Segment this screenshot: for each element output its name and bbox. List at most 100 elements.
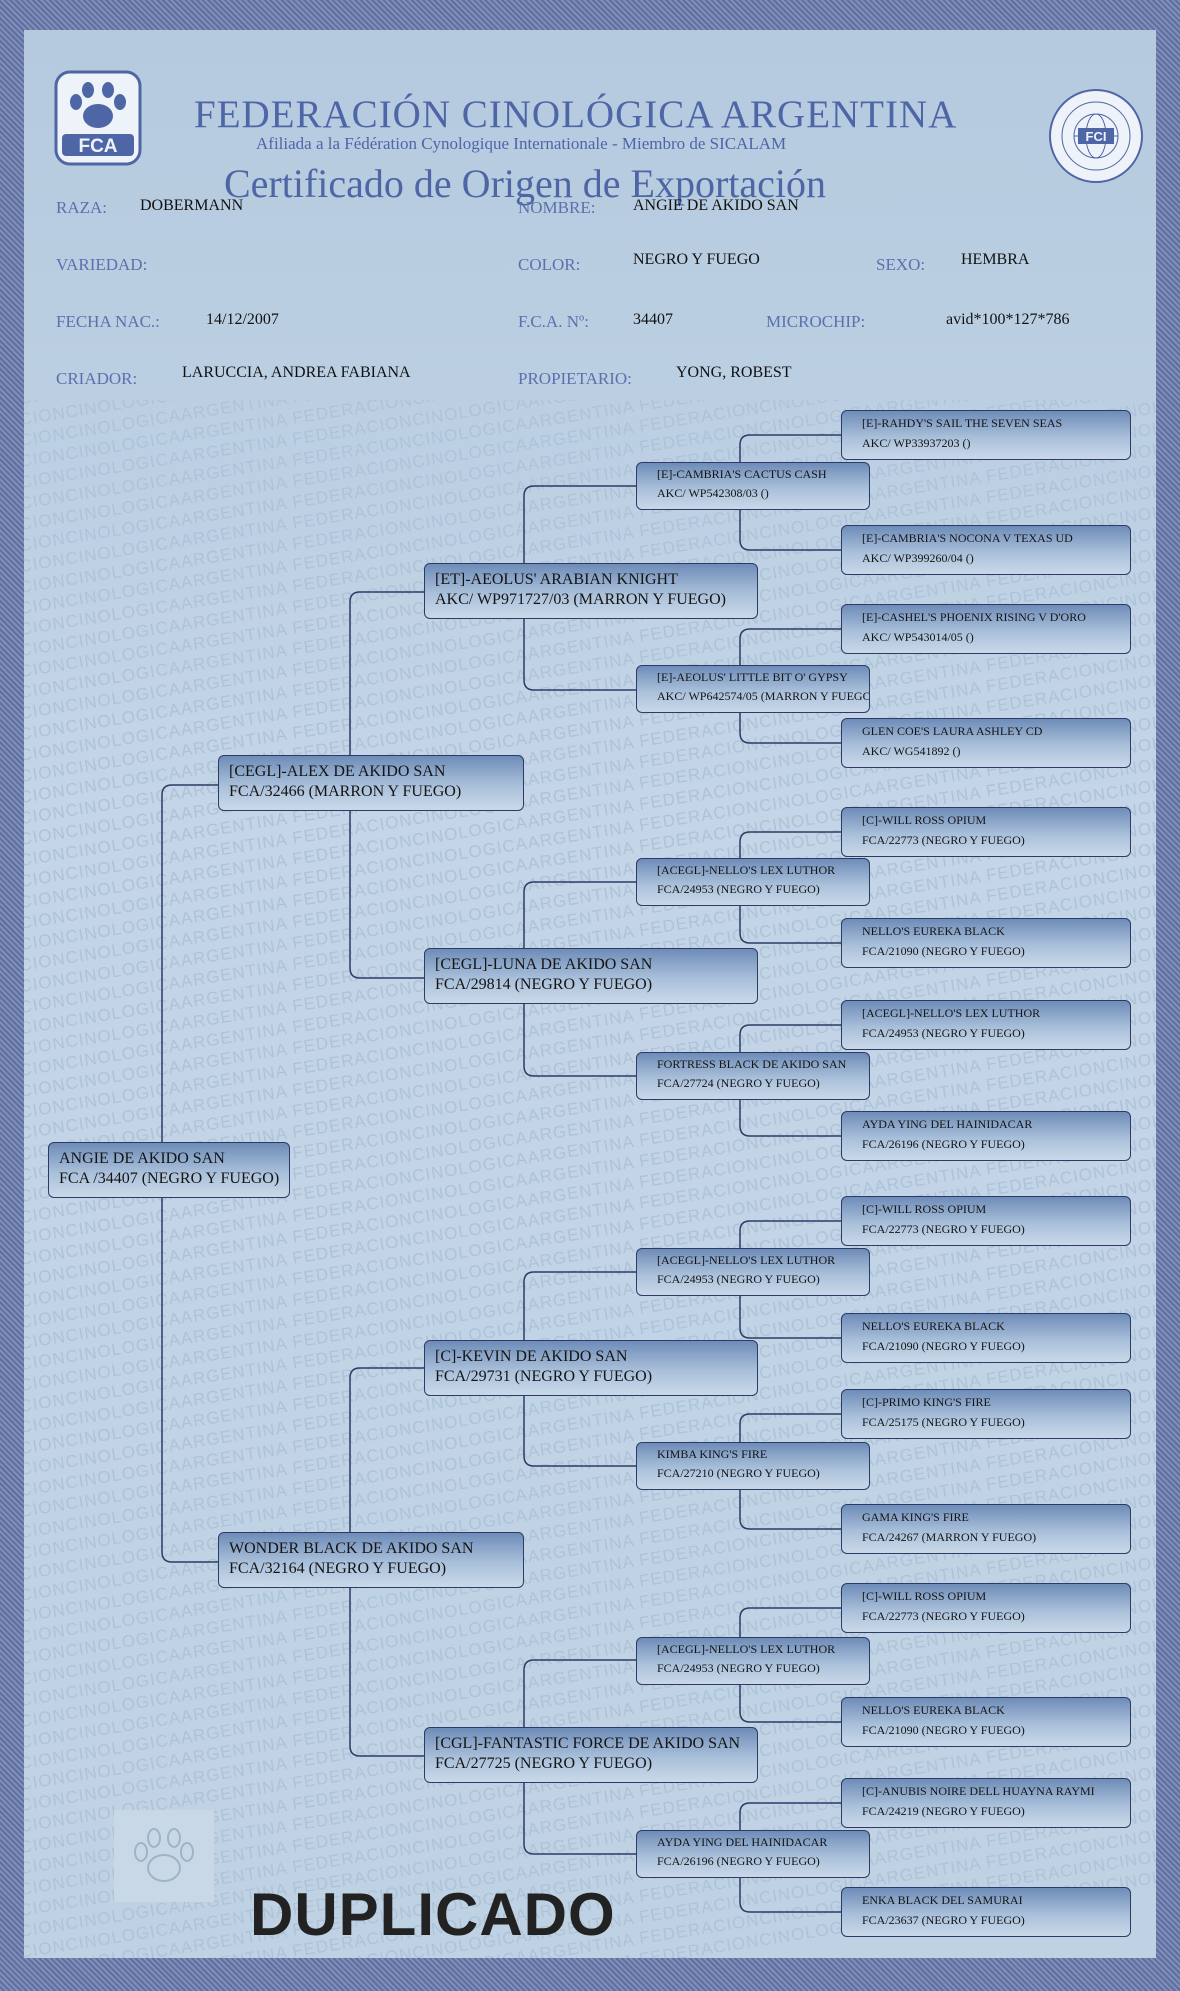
dog-name: GAMA KING'S FIRE: [862, 1510, 969, 1524]
pedigree-grandparent: [C]-KEVIN DE AKIDO SAN FCA/29731 (NEGRO …: [424, 1340, 758, 1396]
pedigree-dam: WONDER BLACK DE AKIDO SAN FCA/32164 (NEG…: [218, 1532, 524, 1588]
dog-registration: AKC/ WG541892 (): [862, 744, 961, 758]
microchip-value: avid*100*127*786: [946, 311, 1070, 328]
propietario-label: PROPIETARIO:: [518, 369, 632, 388]
dog-registration: AKC/ WP971727/03 (MARRON Y FUEGO): [435, 591, 726, 608]
dog-name: [E]-AEOLUS' LITTLE BIT O' GYPSY: [657, 670, 848, 684]
dog-registration: FCA/22773 (NEGRO Y FUEGO): [862, 1222, 1025, 1236]
dog-name: FORTRESS BLACK DE AKIDO SAN: [657, 1057, 847, 1071]
variedad-label: VARIEDAD:: [56, 255, 148, 274]
pedigree-great-great-grandparent: [C]-PRIMO KING'S FIRE FCA/25175 (NEGRO Y…: [841, 1389, 1131, 1439]
dog-name: [E]-CASHEL'S PHOENIX RISING V D'ORO: [862, 610, 1086, 624]
pedigree-great-grandparent: [E]-AEOLUS' LITTLE BIT O' GYPSY AKC/ WP6…: [636, 665, 870, 713]
dog-name: [C]-KEVIN DE AKIDO SAN: [435, 1348, 628, 1365]
dog-registration: FCA/26196 (NEGRO Y FUEGO): [862, 1137, 1025, 1151]
document-title: Certificado de Origen de Exportación: [224, 161, 826, 206]
dog-registration: FCA/23637 (NEGRO Y FUEGO): [862, 1913, 1025, 1927]
pedigree-great-great-grandparent: NELLO'S EUREKA BLACK FCA/21090 (NEGRO Y …: [841, 1313, 1131, 1363]
pedigree-great-great-grandparent: GLEN COE'S LAURA ASHLEY CD AKC/ WG541892…: [841, 718, 1131, 768]
fci-seal-text: FCI: [1086, 129, 1107, 144]
dog-registration: FCA/26196 (NEGRO Y FUEGO): [657, 1854, 820, 1868]
dog-name: [E]-CAMBRIA'S NOCONA V TEXAS UD: [862, 531, 1073, 545]
pedigree-grandparent: [ET]-AEOLUS' ARABIAN KNIGHT AKC/ WP97172…: [424, 563, 758, 619]
pedigree-great-great-grandparent: AYDA YING DEL HAINIDACAR FCA/26196 (NEGR…: [841, 1111, 1131, 1161]
dog-name: [ACEGL]-NELLO'S LEX LUTHOR: [862, 1006, 1041, 1020]
fecha-value: 14/12/2007: [206, 311, 279, 328]
pedigree-great-grandparent: AYDA YING DEL HAINIDACAR FCA/26196 (NEGR…: [636, 1830, 870, 1878]
pedigree-great-grandparent: [ACEGL]-NELLO'S LEX LUTHOR FCA/24953 (NE…: [636, 1248, 870, 1296]
sexo-value: HEMBRA: [961, 251, 1030, 268]
nombre-value: ANGIE DE AKIDO SAN: [633, 197, 799, 214]
pedigree-grandparent: [CEGL]-LUNA DE AKIDO SAN FCA/29814 (NEGR…: [424, 948, 758, 1004]
pedigree-grandparent: [CGL]-FANTASTIC FORCE DE AKIDO SAN FCA/2…: [424, 1727, 758, 1783]
pedigree-great-great-grandparent: NELLO'S EUREKA BLACK FCA/21090 (NEGRO Y …: [841, 1697, 1131, 1747]
dog-registration: FCA/21090 (NEGRO Y FUEGO): [862, 944, 1025, 958]
dog-registration: AKC/ WP399260/04 (): [862, 551, 974, 565]
certificate-sheet: FEDERACIONCINOLOGICAARGENTINA FEDERACION…: [24, 30, 1156, 1958]
dog-name: NELLO'S EUREKA BLACK: [862, 1703, 1005, 1717]
pedigree-great-grandparent: [ACEGL]-NELLO'S LEX LUTHOR FCA/24953 (NE…: [636, 1637, 870, 1685]
dog-name: [CEGL]-ALEX DE AKIDO SAN: [229, 763, 446, 780]
dog-name: [ACEGL]-NELLO'S LEX LUTHOR: [657, 1642, 836, 1656]
dog-name: AYDA YING DEL HAINIDACAR: [862, 1117, 1033, 1131]
pedigree-great-great-grandparent: [ACEGL]-NELLO'S LEX LUTHOR FCA/24953 (NE…: [841, 1000, 1131, 1050]
pedigree-great-great-grandparent: [E]-CASHEL'S PHOENIX RISING V D'ORO AKC/…: [841, 604, 1131, 654]
pedigree-great-great-grandparent: [C]-WILL ROSS OPIUM FCA/22773 (NEGRO Y F…: [841, 1583, 1131, 1633]
raza-value: DOBERMANN: [140, 197, 244, 214]
dog-registration: AKC/ WP542308/03 (): [657, 486, 769, 500]
federation-subtitle: Afiliada a la Fédération Cynologique Int…: [256, 134, 787, 153]
dog-name: WONDER BLACK DE AKIDO SAN: [229, 1540, 474, 1557]
federation-title: FEDERACIÓN CINOLÓGICA ARGENTINA: [194, 93, 958, 136]
pedigree-great-great-grandparent: GAMA KING'S FIRE FCA/24267 (MARRON Y FUE…: [841, 1504, 1131, 1554]
pedigree-great-grandparent: [E]-CAMBRIA'S CACTUS CASH AKC/ WP542308/…: [636, 462, 870, 510]
dog-registration: FCA/32466 (MARRON Y FUEGO): [229, 783, 462, 800]
dog-name: [C]-ANUBIS NOIRE DELL HUAYNA RAYMI: [862, 1784, 1095, 1798]
pedigree-great-grandparent: [ACEGL]-NELLO'S LEX LUTHOR FCA/24953 (NE…: [636, 858, 870, 906]
dog-registration: AKC/ WP543014/05 (): [862, 630, 974, 644]
dog-name: AYDA YING DEL HAINIDACAR: [657, 1835, 828, 1849]
raza-label: RAZA:: [56, 198, 107, 217]
color-label: COLOR:: [518, 255, 581, 274]
pedigree-great-great-grandparent: [E]-CAMBRIA'S NOCONA V TEXAS UD AKC/ WP3…: [841, 525, 1131, 575]
sexo-label: SEXO:: [876, 255, 926, 274]
paw-icon: [134, 1828, 194, 1882]
pedigree-great-great-grandparent: NELLO'S EUREKA BLACK FCA/21090 (NEGRO Y …: [841, 918, 1131, 968]
dog-name: NELLO'S EUREKA BLACK: [862, 1319, 1005, 1333]
duplicado-stamp: DUPLICADO: [250, 1881, 616, 1948]
pedigree-great-great-grandparent: [C]-ANUBIS NOIRE DELL HUAYNA RAYMI FCA/2…: [841, 1778, 1131, 1828]
dog-name: ENKA BLACK DEL SAMURAI: [862, 1893, 1023, 1907]
pedigree-great-grandparent: KIMBA KING'S FIRE FCA/27210 (NEGRO Y FUE…: [636, 1442, 870, 1490]
dog-registration: AKC/ WP642574/05 (MARRON Y FUEGO): [657, 689, 870, 703]
dog-registration: FCA/21090 (NEGRO Y FUEGO): [862, 1723, 1025, 1737]
pedigree-great-great-grandparent: [C]-WILL ROSS OPIUM FCA/22773 (NEGRO Y F…: [841, 1196, 1131, 1246]
pedigree-sire: [CEGL]-ALEX DE AKIDO SAN FCA/32466 (MARR…: [218, 755, 524, 811]
dog-registration: FCA/24953 (NEGRO Y FUEGO): [657, 1272, 820, 1286]
dog-name: [CEGL]-LUNA DE AKIDO SAN: [435, 956, 653, 973]
dog-registration: FCA/24267 (MARRON Y FUEGO): [862, 1530, 1037, 1544]
dog-registration: FCA/32164 (NEGRO Y FUEGO): [229, 1560, 447, 1577]
dog-registration: FCA/29814 (NEGRO Y FUEGO): [435, 976, 653, 993]
dog-registration: FCA/25175 (NEGRO Y FUEGO): [862, 1415, 1025, 1429]
fca-number-label: F.C.A. Nº:: [518, 312, 589, 331]
dog-registration: FCA/24953 (NEGRO Y FUEGO): [657, 882, 820, 896]
criador-value: LARUCCIA, ANDREA FABIANA: [182, 364, 411, 381]
dog-name: [ACEGL]-NELLO'S LEX LUTHOR: [657, 863, 836, 877]
dog-registration: FCA/24953 (NEGRO Y FUEGO): [657, 1661, 820, 1675]
dog-registration: FCA/27724 (NEGRO Y FUEGO): [657, 1076, 820, 1090]
microchip-label: MICROCHIP:: [766, 312, 866, 331]
dog-registration: FCA/29731 (NEGRO Y FUEGO): [435, 1368, 653, 1385]
dog-registration: FCA/27210 (NEGRO Y FUEGO): [657, 1466, 820, 1480]
dog-name: NELLO'S EUREKA BLACK: [862, 924, 1005, 938]
dog-name: [C]-WILL ROSS OPIUM: [862, 1202, 987, 1216]
dog-registration: FCA/27725 (NEGRO Y FUEGO): [435, 1755, 653, 1772]
dog-name: [E]-CAMBRIA'S CACTUS CASH: [657, 467, 827, 481]
dog-registration: FCA/24219 (NEGRO Y FUEGO): [862, 1804, 1025, 1818]
dog-name: GLEN COE'S LAURA ASHLEY CD: [862, 724, 1043, 738]
paw-icon: [70, 82, 126, 128]
dog-registration: FCA/22773 (NEGRO Y FUEGO): [862, 833, 1025, 847]
pedigree-great-great-grandparent: ENKA BLACK DEL SAMURAI FCA/23637 (NEGRO …: [841, 1887, 1131, 1937]
dog-name: [C]-WILL ROSS OPIUM: [862, 1589, 987, 1603]
color-value: NEGRO Y FUEGO: [633, 251, 760, 268]
dog-registration: FCA/21090 (NEGRO Y FUEGO): [862, 1339, 1025, 1353]
